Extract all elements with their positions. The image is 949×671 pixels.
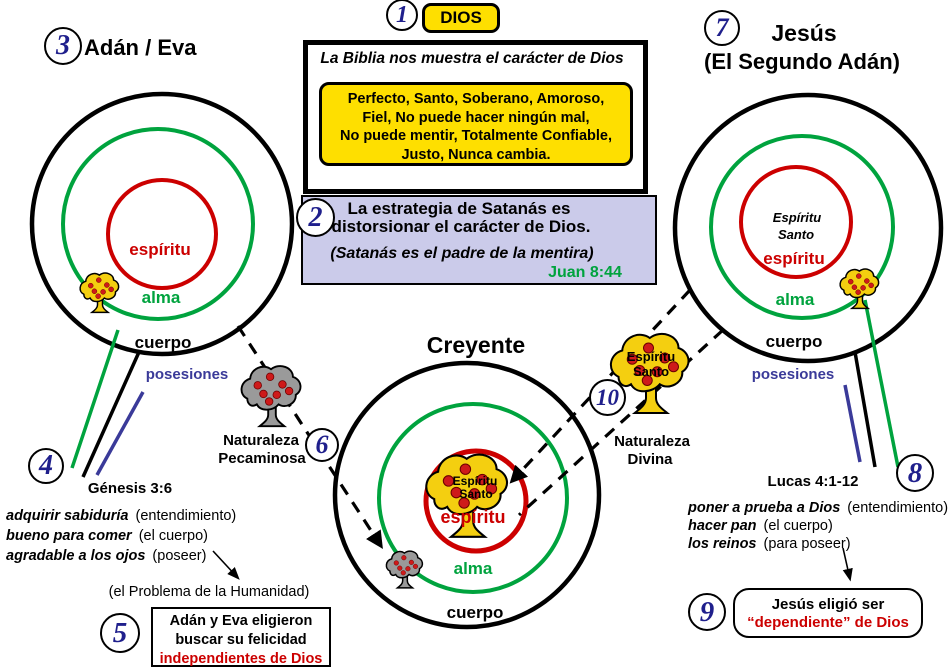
sinful-nature-label-1: Naturaleza xyxy=(223,432,299,449)
problem-arrow xyxy=(212,550,240,580)
satan-strategy-box xyxy=(301,195,657,285)
jesus-tree-icon xyxy=(839,268,880,310)
jesus-subtitle: (El Segundo Adán) xyxy=(704,49,900,74)
jesus-soul-label: alma xyxy=(775,290,815,309)
adam-item-2: bueno para comer (el cuerpo) xyxy=(6,528,208,544)
jesus-item-3: los reinos (para poseer) xyxy=(688,536,851,552)
divine-nature-label-2: Divina xyxy=(627,451,673,468)
adam-possessions-label: posesiones xyxy=(145,366,229,383)
adam-item-2-note: (el cuerpo) xyxy=(138,528,209,544)
badge-2: 2 xyxy=(296,198,335,237)
adam-leader-lines xyxy=(70,329,145,478)
jesus-leader-lines xyxy=(843,299,900,468)
adam-item-3-note: (poseer) xyxy=(152,548,207,564)
dios-box: DIOS xyxy=(422,3,500,33)
adam-spirit-label: espíritu xyxy=(129,240,191,259)
jesus-choice-line1: Jesús eligió ser xyxy=(771,596,885,613)
jesus-spirit-label: espíritu xyxy=(763,249,825,268)
badge-10: 10 xyxy=(589,379,626,416)
jesus-holy-spirit-label-1: Espíritu xyxy=(772,210,822,225)
satan-verse: Juan 8:44 xyxy=(548,264,622,281)
believer-title: Creyente xyxy=(426,332,526,358)
satan-paren: (Satanás es el padre de la mentira) xyxy=(330,245,594,262)
believer-soul-label: alma xyxy=(453,559,493,578)
jesus-choice-line2: “dependiente” de Dios xyxy=(747,614,909,631)
believer-body-label: cuerpo xyxy=(446,603,504,622)
badge-6: 6 xyxy=(305,428,339,462)
believer-gray-tree-icon xyxy=(385,550,424,589)
adam-choice-line2: buscar su felicidad xyxy=(175,632,307,648)
jesus-choice-box: Jesús eligió ser “dependiente” de Dios xyxy=(733,588,923,638)
character-line: Fiel, No puede hacer ningún mal, xyxy=(362,109,590,126)
jesus-body-label: cuerpo xyxy=(765,332,823,351)
jesus-circles xyxy=(672,92,944,364)
dios-label: DIOS xyxy=(440,8,482,27)
adam-title: Adán / Eva xyxy=(84,35,197,60)
jesus-item-1-note: (entendimiento) xyxy=(847,500,949,516)
jesus-item-2-note: (el cuerpo) xyxy=(763,518,833,534)
character-line: Perfecto, Santo, Soberano, Amoroso, xyxy=(347,91,605,107)
satan-line1: La estrategia de Satanás es xyxy=(347,199,571,218)
adam-body-label: cuerpo xyxy=(134,333,192,352)
annotation-arrows xyxy=(212,547,853,582)
adam-choice-line3: independientes de Dios xyxy=(159,651,323,667)
believer-tree-label-1: Espíritu xyxy=(452,474,498,488)
character-line: Justo, Nunca cambia. xyxy=(401,146,551,163)
adam-choice-box: Adán y Eva eligieron buscar su felicidad… xyxy=(151,607,331,667)
character-list-box: Perfecto, Santo, Soberano, Amoroso, Fiel… xyxy=(319,82,633,166)
jesus-item-2-bold: hacer pan xyxy=(688,518,757,534)
adam-verse: Génesis 3:6 xyxy=(87,480,173,497)
badge-1: 1 xyxy=(386,0,418,31)
believer-tree-label-2: Santo xyxy=(459,487,493,501)
divine-tree-label-1: Espíritu xyxy=(626,349,676,364)
badge-7: 7 xyxy=(704,10,740,46)
adam-item-1: adquirir sabiduría (entendimiento) xyxy=(6,508,236,524)
adam-item-2-bold: bueno para comer xyxy=(6,528,132,544)
adam-circles xyxy=(29,91,295,357)
badge-8: 8 xyxy=(896,454,934,492)
jesus-item-2: hacer pan (el cuerpo) xyxy=(688,518,833,534)
adam-item-3-bold: agradable a los ojos xyxy=(6,548,146,564)
jesus-item-1: poner a prueba a Dios (entendimiento) xyxy=(688,500,948,516)
jesus-item-3-note: (para poseer) xyxy=(763,536,851,552)
believer-spirit-label: espíritu xyxy=(440,507,506,527)
adam-item-1-note: (entendimiento) xyxy=(135,508,237,524)
adam-choice-line1: Adán y Eva eligieron xyxy=(169,613,313,629)
badge-5: 5 xyxy=(100,613,140,653)
humanity-problem-label: (el Problema de la Humanidad) xyxy=(108,584,310,600)
bible-title: La Biblia nos muestra el carácter de Dio… xyxy=(320,50,624,67)
character-line: No puede mentir, Totalmente Confiable, xyxy=(339,128,613,144)
jesus-item-3-bold: los reinos xyxy=(688,536,757,552)
believer-circles xyxy=(332,360,602,630)
badge-3: 3 xyxy=(44,27,82,65)
sinful-nature-tree-icon xyxy=(240,365,302,428)
jesus-possessions-label: posesiones xyxy=(751,366,835,383)
satan-line2: distorsionar el carácter de Dios. xyxy=(331,217,591,236)
adam-item-3: agradable a los ojos (poseer) xyxy=(6,548,206,564)
badge-4: 4 xyxy=(28,448,64,484)
jesus-title: Jesús xyxy=(771,20,837,46)
choice-arrow xyxy=(842,547,853,582)
sinful-nature-label-2: Pecaminosa xyxy=(218,450,306,467)
jesus-holy-spirit-label-2: Santo xyxy=(777,227,815,242)
adam-item-1-bold: adquirir sabiduría xyxy=(6,508,129,524)
adam-soul-label: alma xyxy=(141,288,181,307)
divine-tree-label-2: Santo xyxy=(632,364,670,379)
divine-nature-label-1: Naturaleza xyxy=(614,433,690,450)
jesus-verse: Lucas 4:1-12 xyxy=(767,473,859,490)
badge-9: 9 xyxy=(688,593,726,631)
jesus-item-1-bold: poner a prueba a Dios xyxy=(688,500,841,516)
